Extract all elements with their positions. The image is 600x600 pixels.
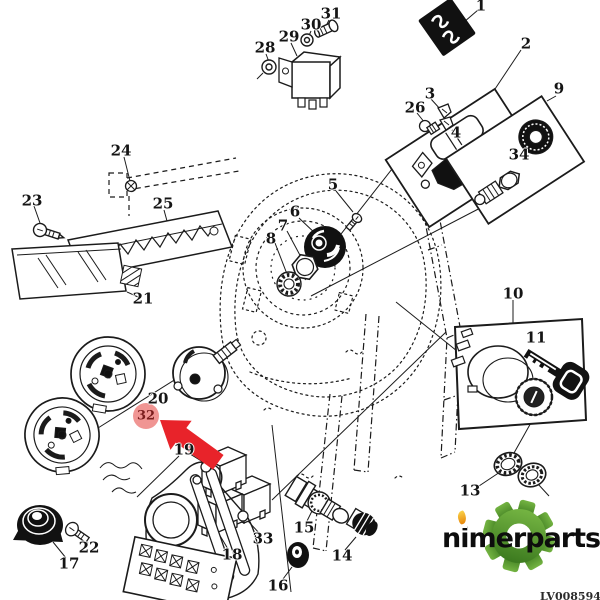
knob-6 xyxy=(304,226,346,268)
ignition-switch-box-10 xyxy=(450,317,588,431)
nut-7 xyxy=(291,253,319,281)
toothed-washer-13 xyxy=(493,451,523,477)
switch-box-9 xyxy=(444,95,586,225)
pointer-arrow xyxy=(160,420,224,470)
grommet-28 xyxy=(256,59,277,80)
warning-decal-1 xyxy=(418,0,476,56)
lock-nut-12 xyxy=(517,462,547,488)
nimerparts-logo-text: nimerparts xyxy=(442,523,600,554)
bulb-socket-26 xyxy=(418,119,441,136)
arrow-shape xyxy=(160,420,224,470)
gear-logo-icon xyxy=(482,499,556,573)
light-switch-body xyxy=(172,338,242,402)
console-panel-outline xyxy=(219,173,442,479)
highlight-number: 32 xyxy=(136,408,156,424)
clip-3 xyxy=(437,103,452,119)
lamp-screw-24 xyxy=(124,179,138,193)
flasher-relay-29 xyxy=(278,51,342,110)
clip-4 xyxy=(439,116,454,131)
lamp-screw-23 xyxy=(32,222,66,240)
grommet-16 xyxy=(287,542,309,568)
thermostart-switch-15 xyxy=(284,475,350,524)
washer-8 xyxy=(276,271,302,297)
knurled-cap-14 xyxy=(345,507,378,536)
screw-31 xyxy=(313,19,339,38)
screw-5 xyxy=(345,212,363,232)
figure-code: LV008594 xyxy=(540,590,600,600)
switch-backplate-20 xyxy=(71,337,145,413)
washer-30 xyxy=(300,33,314,47)
ignition-key-11 xyxy=(523,348,590,400)
screw-22 xyxy=(64,521,91,544)
highlight-circle xyxy=(133,403,159,429)
lamp-assembly xyxy=(11,210,234,300)
rubber-boot-17 xyxy=(13,505,63,545)
console-support-frame xyxy=(312,193,462,552)
